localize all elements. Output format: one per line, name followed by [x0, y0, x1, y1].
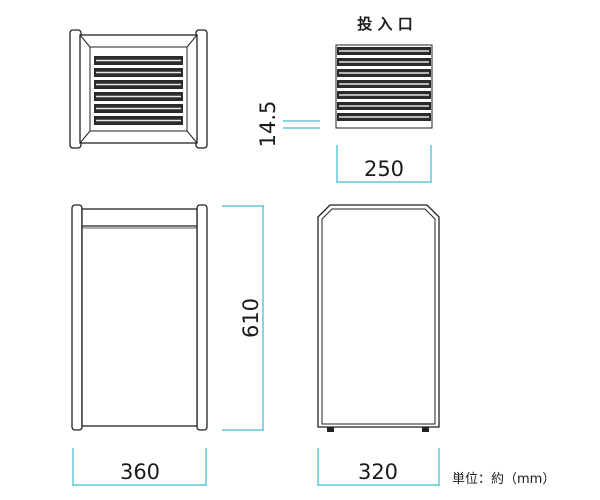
opening-label: 投 入 口 — [357, 15, 412, 33]
side-view-inner — [321, 208, 436, 425]
front-width-value: 360 — [120, 460, 160, 484]
top-view-slats — [94, 56, 183, 125]
slat-pitch-value: 14.5 — [256, 101, 280, 148]
side-depth-value: 320 — [358, 460, 398, 484]
opening-detail: 投 入 口 14.5 25 — [256, 15, 433, 183]
side-view — [317, 204, 440, 432]
front-width-dimension: 360 — [72, 448, 207, 486]
opening-slats — [337, 47, 431, 121]
side-view-right-foot — [422, 427, 429, 432]
unit-label: 単位：約（mm） — [452, 471, 555, 487]
top-view — [69, 29, 208, 149]
height-dimension: 610 — [222, 205, 264, 431]
height-value: 610 — [239, 298, 263, 338]
front-view-left-post — [71, 204, 83, 431]
front-view-right-post — [196, 204, 208, 431]
front-view — [71, 204, 208, 431]
opening-width-dimension: 250 — [336, 145, 432, 183]
front-view-body — [81, 208, 198, 427]
side-depth-dimension: 320 — [317, 448, 440, 486]
opening-width-value: 250 — [364, 157, 404, 181]
slat-pitch-dimension: 14.5 — [256, 101, 320, 148]
side-view-left-foot — [327, 427, 334, 432]
side-view-outer — [317, 204, 440, 428]
